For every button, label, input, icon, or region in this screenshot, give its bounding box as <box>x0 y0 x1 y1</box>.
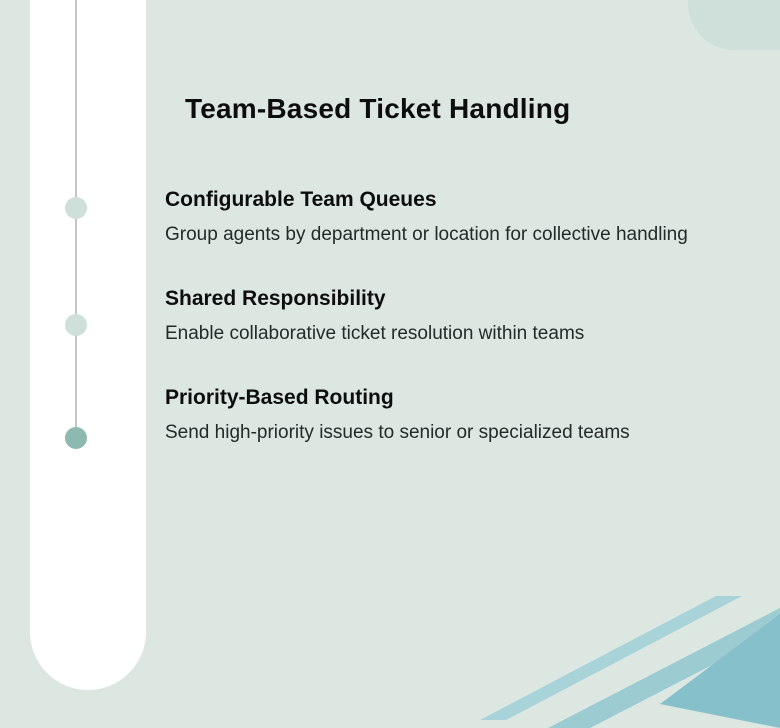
feature-list: Configurable Team Queues Group agents by… <box>165 188 750 485</box>
item-body: Enable collaborative ticket resolution w… <box>165 323 585 344</box>
list-item-priority-based-routing: Priority-Based Routing Send high-priorit… <box>165 386 750 448</box>
deco-triangle <box>660 614 780 728</box>
page-title: Team-Based Ticket Handling <box>185 92 571 124</box>
item-heading: Shared Responsibility <box>165 287 386 310</box>
list-item-shared-responsibility: Shared Responsibility Enable collaborati… <box>165 287 750 349</box>
item-heading: Configurable Team Queues <box>165 188 437 211</box>
item-body: Group agents by department or location f… <box>165 224 688 245</box>
item-body: Send high-priority issues to senior or s… <box>165 422 630 443</box>
timeline-line <box>75 0 77 440</box>
list-item-configurable-team-queues: Configurable Team Queues Group agents by… <box>165 188 750 250</box>
left-white-panel <box>30 0 146 690</box>
timeline-dot-3 <box>65 427 87 449</box>
timeline-dot-2 <box>65 314 87 336</box>
deco-stripe-1 <box>480 596 742 720</box>
bottom-right-decoration <box>480 596 780 728</box>
item-heading: Priority-Based Routing <box>165 386 394 409</box>
top-right-corner-shade <box>688 0 780 50</box>
deco-stripe-2 <box>548 608 780 728</box>
timeline-dot-1 <box>65 197 87 219</box>
